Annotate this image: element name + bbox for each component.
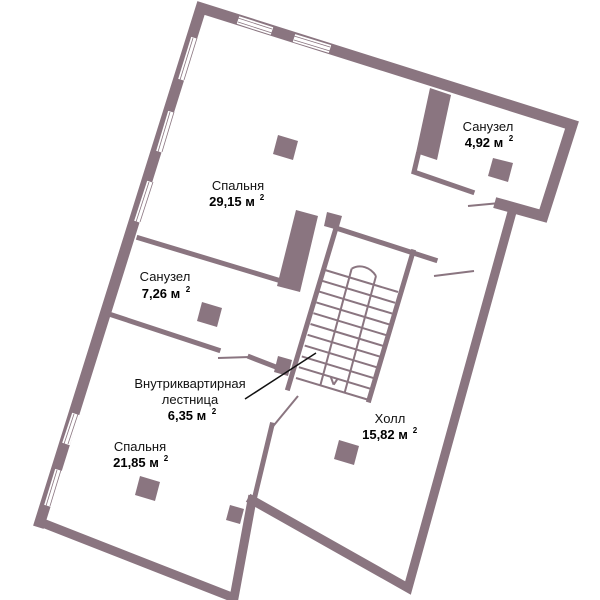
walls <box>33 1 579 600</box>
area-unit-sup: 2 <box>164 454 169 463</box>
column-center-cap <box>324 212 342 230</box>
room-label-bedroom-2: Спальня 21,85 м 2 <box>113 439 169 470</box>
room-area: 4,92 м <box>465 135 504 150</box>
stair-step <box>307 333 381 358</box>
stair-step <box>304 344 378 369</box>
room-name-line2: лестница <box>162 392 219 407</box>
hall-inner-wall <box>250 421 276 504</box>
room-area: 29,15 м <box>209 194 255 209</box>
stair-arc <box>351 265 377 277</box>
stair-step <box>318 290 393 315</box>
stair-step <box>316 301 390 326</box>
room-name: Санузел <box>140 269 191 284</box>
room-name-line1: Внутриквартирная <box>134 376 245 391</box>
column-center <box>277 210 318 292</box>
room-name: Санузел <box>463 119 514 134</box>
stair-step <box>310 323 384 347</box>
room-label-bathroom-2: Санузел 7,26 м 2 <box>140 269 191 301</box>
column-bathroom <box>416 88 451 160</box>
columns <box>135 135 513 501</box>
room-area: 21,85 м <box>113 455 159 470</box>
room-name: Спальня <box>114 439 166 454</box>
stair-step <box>313 312 387 337</box>
stair-arrow-icon <box>332 378 339 386</box>
wall-bathroom-bedroom2 <box>108 311 222 354</box>
room-label-hall: Холл 15,82 м 2 <box>362 411 418 442</box>
room-name: Холл <box>375 411 406 426</box>
stair-wall-right <box>365 248 417 404</box>
bathroom-small-wall <box>411 151 476 196</box>
doors <box>217 202 501 431</box>
room-area: 6,35 м <box>168 408 207 423</box>
windows <box>44 16 332 508</box>
area-unit-sup: 2 <box>509 134 514 143</box>
area-unit-sup: 2 <box>186 285 191 294</box>
room-area: 15,82 м <box>362 427 408 442</box>
room-area: 7,26 м <box>142 286 181 301</box>
room-label-bedroom-1: Спальня 29,15 м 2 <box>209 178 265 209</box>
room-name: Спальня <box>212 178 264 193</box>
area-unit-sup: 2 <box>260 193 265 202</box>
stair-stringer <box>319 268 353 386</box>
stair-step <box>295 377 370 401</box>
door-stub <box>246 353 280 371</box>
leader-line <box>244 352 317 400</box>
stair-step <box>298 366 373 391</box>
stair-stringer <box>343 275 377 393</box>
outer-wall-bedroom-bottom <box>34 494 258 600</box>
stair-arrow-icon <box>329 376 335 386</box>
stair-step <box>321 279 396 304</box>
area-unit-sup: 2 <box>212 407 217 416</box>
stair-grid <box>295 265 399 401</box>
area-unit-sup: 2 <box>413 426 418 435</box>
room-label-bathroom-1: Санузел 4,92 м 2 <box>463 119 514 150</box>
wall-bedroom-bathroom <box>135 234 282 284</box>
stair-step <box>324 269 399 293</box>
outer-wall-hall-right <box>245 206 518 595</box>
stair-step <box>301 355 376 380</box>
wall-post <box>226 505 244 524</box>
outer-wall-top <box>33 1 579 529</box>
stair-wall <box>284 224 439 392</box>
room-label-stair: Внутриквартирная лестница 6,35 м 2 <box>134 376 245 423</box>
